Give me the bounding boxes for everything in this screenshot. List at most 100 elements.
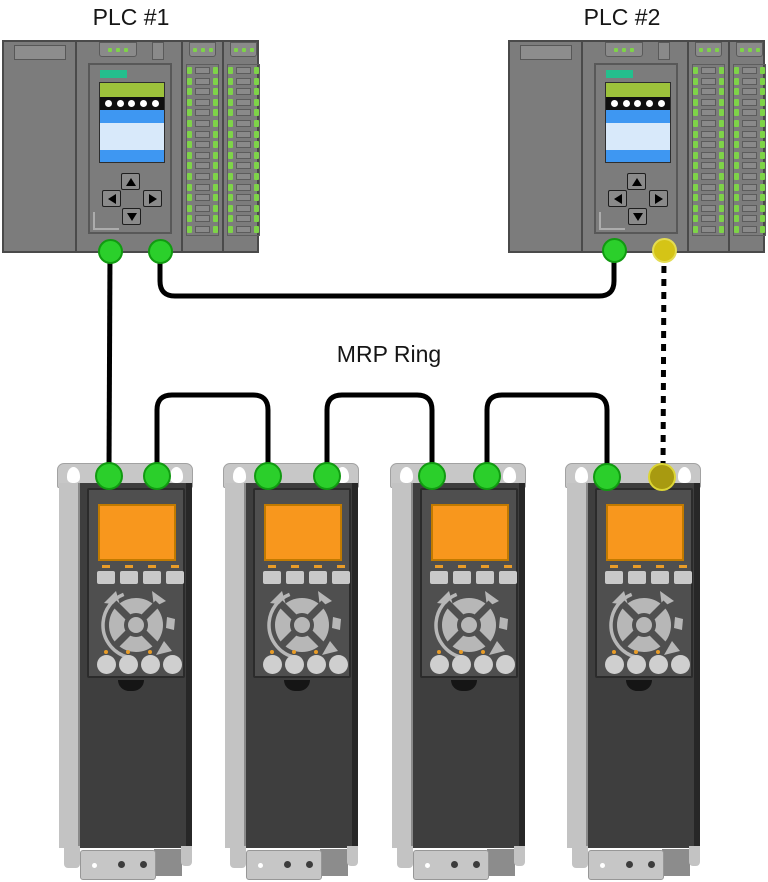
terminal-rung: [701, 141, 716, 149]
keyhole-slot-icon: [678, 467, 691, 483]
button-label-tick: [481, 565, 489, 568]
channel-led: [693, 162, 698, 170]
channel-led: [213, 204, 218, 212]
terminal-rung: [236, 98, 251, 106]
channel-led: [760, 162, 765, 170]
channel-led: [254, 67, 259, 74]
operation-button: [649, 655, 668, 674]
terminal-rung: [236, 88, 251, 96]
io-channel-row: [187, 88, 218, 96]
arrow-up-key: [627, 173, 646, 190]
io-channel-row: [187, 67, 218, 74]
terminal-rung: [742, 141, 757, 149]
screw-icon: [425, 863, 430, 868]
io-channel-row: [734, 98, 765, 106]
channel-led: [254, 130, 259, 138]
io-channel-row: [187, 119, 218, 127]
io-channel-row: [228, 204, 259, 212]
wheel-wedge-se: [156, 641, 172, 655]
drive-chassis: [567, 483, 700, 848]
plc-power-module: [520, 45, 572, 60]
channel-led: [734, 109, 739, 117]
channel-led: [760, 88, 765, 96]
channel-led: [693, 77, 698, 85]
mrp-ring-label: MRP Ring: [336, 341, 442, 367]
terminal-rung: [195, 141, 210, 149]
channel-led: [734, 162, 739, 170]
channel-led: [693, 204, 698, 212]
terminal-rung: [701, 67, 716, 74]
io-module-1: [183, 42, 222, 251]
io-channel-row: [734, 204, 765, 212]
cpu-badge: [606, 70, 633, 78]
channel-led: [187, 109, 192, 117]
status-led: [148, 650, 152, 654]
status-led: [292, 650, 296, 654]
channel-led: [254, 109, 259, 117]
channel-led: [719, 183, 724, 191]
plc-chassis: [508, 40, 766, 253]
button-label-tick: [102, 565, 110, 568]
channel-led: [719, 119, 724, 127]
heatsink-side: [392, 483, 413, 848]
terminal-rung: [236, 119, 251, 127]
control-panel: [87, 488, 185, 678]
io-channel-row: [187, 162, 218, 170]
io-channel-row: [187, 77, 218, 85]
cpu-badge: [100, 70, 127, 78]
terminal-rung: [236, 194, 251, 202]
terminal-rung: [701, 130, 716, 138]
plc-power-module: [14, 45, 66, 60]
button-label-tick: [171, 565, 179, 568]
wheel-ok-button: [294, 617, 310, 633]
channel-led: [719, 151, 724, 159]
channel-led: [228, 67, 233, 74]
mounting-foot: [347, 846, 358, 866]
drive4-port-p2-blocked: [648, 463, 676, 491]
channel-led: [734, 225, 739, 233]
io-status-leds: [736, 42, 763, 57]
io-channel-row: [228, 98, 259, 106]
io-status-leds: [189, 42, 216, 57]
panel-corner-mark: [93, 212, 119, 230]
operation-button: [97, 655, 116, 674]
channel-led: [213, 67, 218, 74]
terminal-rung: [742, 88, 757, 96]
panel-release-notch: [451, 680, 477, 691]
channel-led: [213, 183, 218, 191]
channel-led: [734, 98, 739, 106]
channel-led: [254, 151, 259, 159]
drive3-port-p1-active: [418, 462, 446, 490]
arrow-right-key: [143, 190, 162, 207]
channel-led: [254, 215, 259, 223]
cable-drive2-to-drive3: [324, 392, 435, 471]
status-led: [481, 650, 485, 654]
panel-release-notch: [284, 680, 310, 691]
cpu-tab: [658, 42, 670, 60]
terminal-rung: [236, 130, 251, 138]
button-label-tick: [504, 565, 512, 568]
channel-led: [213, 98, 218, 106]
arrow-left-key: [608, 190, 627, 207]
channel-led: [719, 77, 724, 85]
channel-led: [187, 194, 192, 202]
operation-button: [307, 655, 326, 674]
mounting-foot: [397, 846, 413, 868]
keyhole-slot-icon: [233, 467, 246, 483]
terminal-rung: [742, 109, 757, 117]
drive2-port-p1-active: [254, 462, 282, 490]
channel-led: [228, 130, 233, 138]
terminal-rung: [195, 77, 210, 85]
cable-plc1-to-plc2: [157, 250, 617, 299]
button-label-tick: [125, 565, 133, 568]
channel-led: [187, 119, 192, 127]
module-divider: [75, 42, 77, 251]
bottom-tab: [320, 849, 348, 876]
terminal-rung: [236, 172, 251, 180]
terminal-rung: [742, 215, 757, 223]
io-channel-row: [187, 215, 218, 223]
cpu-display: [99, 82, 165, 163]
io-channel-row: [228, 67, 259, 74]
display-footer-bar: [606, 150, 670, 162]
channel-led: [254, 119, 259, 127]
